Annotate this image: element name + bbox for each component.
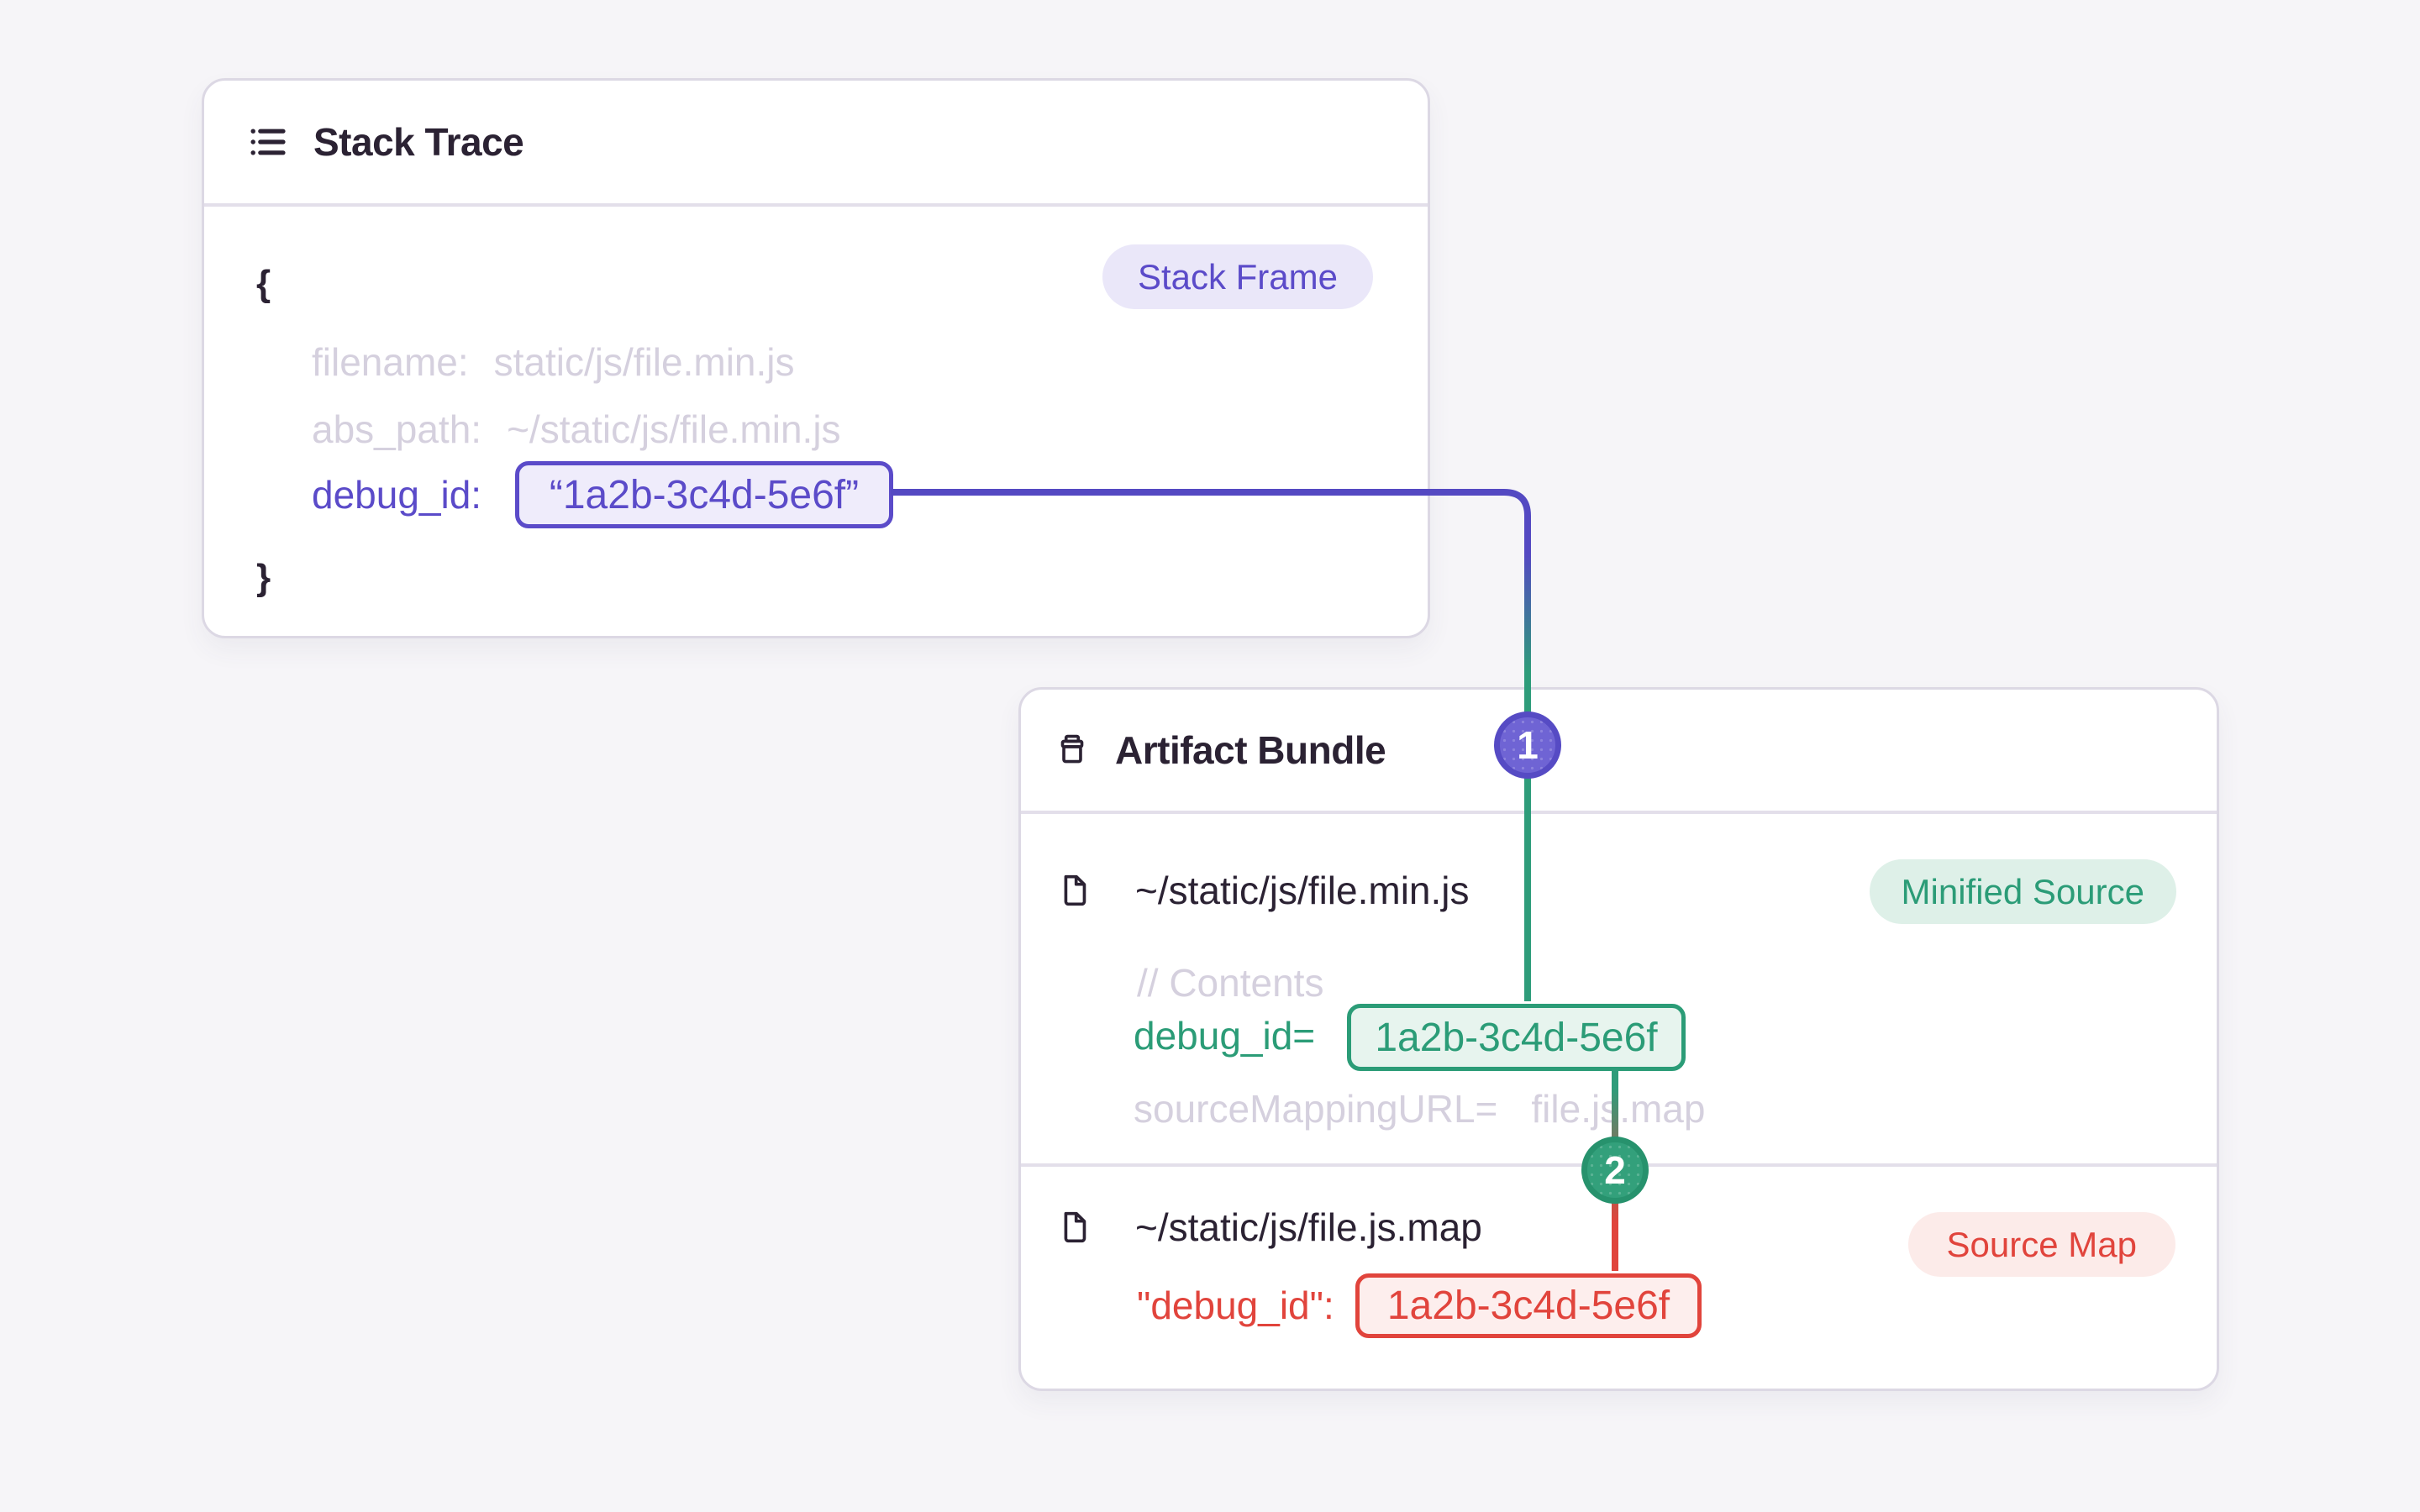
- map-debug-id-line: "debug_id":: [1137, 1280, 1334, 1331]
- step-1-marker: 1: [1494, 711, 1561, 779]
- filename-value: static/js/file.min.js: [493, 340, 795, 384]
- stack-debug-id-value-box: “1a2b-3c4d-5e6f”: [515, 461, 893, 528]
- stack-frame-badge: Stack Frame: [1102, 244, 1373, 309]
- stack-trace-title: Stack Trace: [313, 120, 524, 164]
- step-2-marker: 2: [1581, 1137, 1649, 1204]
- stack-trace-header: Stack Trace: [204, 81, 1428, 207]
- bundle-debug-id-line: debug_id=: [1134, 1011, 1315, 1061]
- abs-path-key: abs_path:: [312, 407, 482, 451]
- contents-comment-line: // Contents: [1137, 958, 1323, 1008]
- map-debug-id-key: "debug_id":: [1137, 1284, 1334, 1327]
- filename-line: filename: static/js/file.min.js: [312, 337, 795, 387]
- minified-file-path: ~/static/js/file.min.js: [1135, 869, 1470, 912]
- abs-path-line: abs_path: ~/static/js/file.min.js: [312, 404, 841, 454]
- artifact-bundle-title: Artifact Bundle: [1115, 728, 1386, 772]
- debug-id-key: debug_id:: [312, 473, 482, 517]
- minified-source-badge: Minified Source: [1869, 859, 2176, 924]
- close-brace: }: [256, 557, 271, 598]
- source-mapping-value: file.js.map: [1531, 1087, 1706, 1131]
- bundle-debug-id-key: debug_id=: [1134, 1014, 1316, 1058]
- filename-key: filename:: [312, 340, 469, 384]
- minified-file-row: ~/static/js/file.min.js: [1135, 865, 1470, 916]
- contents-comment: // Contents: [1137, 961, 1324, 1005]
- source-mapping-line: sourceMappingURL= file.js.map: [1134, 1084, 1705, 1134]
- list-icon: [248, 122, 288, 162]
- archive-box-icon: [1053, 731, 1092, 769]
- source-mapping-key: sourceMappingURL=: [1134, 1087, 1498, 1131]
- bundle-debug-id-value-box: 1a2b-3c4d-5e6f: [1347, 1004, 1686, 1071]
- artifact-bundle-card: Artifact Bundle ~/static/js/file.min.js …: [1018, 687, 2219, 1391]
- source-map-file-row: ~/static/js/file.js.map: [1135, 1202, 1482, 1252]
- file-icon: [1055, 1208, 1093, 1247]
- debug-id-line: debug_id:: [312, 470, 481, 520]
- file-icon: [1055, 871, 1093, 910]
- map-debug-id-value-box: 1a2b-3c4d-5e6f: [1355, 1273, 1702, 1338]
- open-brace: {: [256, 263, 271, 304]
- source-map-badge: Source Map: [1907, 1212, 2175, 1277]
- stack-trace-card: Stack Trace Stack Frame { filename: stat…: [202, 78, 1430, 638]
- source-map-file-path: ~/static/js/file.js.map: [1135, 1205, 1482, 1249]
- artifact-bundle-header: Artifact Bundle: [1021, 690, 2217, 814]
- abs-path-value: ~/static/js/file.min.js: [507, 407, 841, 451]
